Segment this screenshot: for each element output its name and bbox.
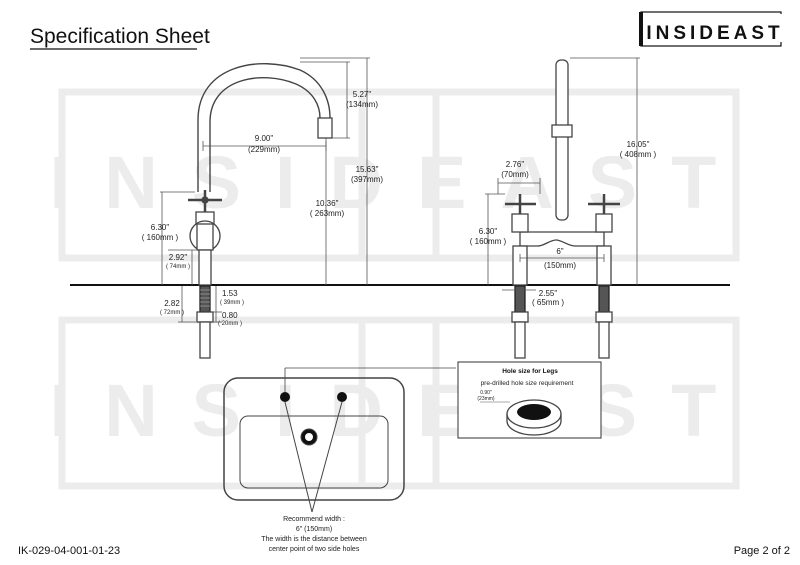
front-view-dimension-lines bbox=[485, 57, 640, 291]
dim-spout-clearance: 10.36" bbox=[316, 199, 339, 208]
svg-text:INSIDEAST: INSIDEAST bbox=[50, 369, 751, 452]
page-title: Specification Sheet bbox=[30, 25, 210, 48]
doc-code: IK-029-04-001-01-23 bbox=[18, 545, 120, 557]
dim-front-overall-height: 16.05" bbox=[627, 140, 650, 149]
sink-note-line3: The width is the distance between bbox=[261, 536, 367, 543]
side-view-shank-threads bbox=[200, 289, 210, 307]
dim-front-handle-height: 6.30" bbox=[479, 227, 498, 236]
dim-nut-length: 0.80 bbox=[222, 311, 238, 320]
dim-reach-mm: (229mm) bbox=[248, 145, 280, 154]
dim-shank-length: 1.53 bbox=[222, 289, 238, 298]
dim-total-shank-mm: ( 72mm ) bbox=[160, 310, 184, 316]
dim-body-height-mm: ( 74mm ) bbox=[166, 264, 190, 270]
sink-note-line2: 6" (150mm) bbox=[296, 526, 332, 533]
dim-handle-height: 6.30" bbox=[151, 223, 170, 232]
front-view-faucet bbox=[505, 59, 620, 359]
hole-box-title: Hole size for Legs bbox=[502, 368, 558, 375]
dim-handle-height-mm: ( 160mm ) bbox=[142, 233, 179, 242]
dim-body-height: 2.92" bbox=[169, 253, 188, 262]
hole-box-subtitle: pre-drilled hole size requirement bbox=[481, 380, 574, 387]
dim-handle-spread: 2.76" bbox=[506, 160, 525, 169]
sink-note-line1: Recommend width : bbox=[283, 516, 345, 523]
dim-shank-length-mm: ( 39mm ) bbox=[220, 300, 244, 306]
svg-text:INSIDEAST: INSIDEAST bbox=[646, 23, 783, 44]
dim-nut-length-mm: ( 20mm ) bbox=[218, 321, 242, 327]
dim-spout-drop-mm: (134mm) bbox=[346, 100, 378, 109]
dim-total-shank: 2.82 bbox=[164, 299, 180, 308]
hole-box-dim-mm: (23mm) bbox=[477, 396, 495, 402]
dim-front-overall-height-mm: ( 408mm ) bbox=[620, 150, 657, 159]
dim-front-handle-height-mm: ( 160mm ) bbox=[470, 237, 507, 246]
sink-diagram bbox=[223, 367, 456, 513]
brand-logo: INSIDEAST bbox=[639, 11, 784, 47]
dim-leg-width-mm: ( 65mm ) bbox=[532, 298, 564, 307]
sink-note: Recommend width : 6" (150mm) The width i… bbox=[261, 516, 367, 553]
page-number: Page 2 of 2 bbox=[734, 545, 790, 557]
side-view-faucet bbox=[188, 63, 333, 359]
dim-spout-clearance-mm: ( 263mm) bbox=[310, 209, 345, 218]
dim-center-spacing-mm: (150mm) bbox=[544, 261, 576, 270]
dim-overall-height-mm: (397mm) bbox=[351, 175, 383, 184]
dim-reach: 9.00" bbox=[255, 134, 274, 143]
dim-spout-drop: 5.27" bbox=[353, 90, 372, 99]
side-view-dimension-lines bbox=[160, 57, 370, 323]
watermark-bottom: INSIDEAST bbox=[50, 316, 751, 490]
hole-size-box: Hole size for Legs pre-drilled hole size… bbox=[457, 361, 602, 439]
dim-center-spacing: 6" bbox=[556, 247, 563, 256]
hole-box-dim-inch: 0.90" bbox=[480, 390, 492, 396]
sink-note-line4: center point of two side holes bbox=[269, 546, 360, 553]
dim-handle-spread-mm: (70mm) bbox=[501, 170, 529, 179]
dim-overall-height: 15.63" bbox=[356, 165, 379, 174]
front-view-labels: 16.05" ( 408mm ) 2.76" (70mm) 6.30" ( 16… bbox=[470, 140, 657, 307]
dim-leg-width: 2.55" bbox=[539, 289, 558, 298]
side-view-labels: 5.27" (134mm) 9.00" (229mm) 10.36" ( 263… bbox=[142, 90, 384, 327]
